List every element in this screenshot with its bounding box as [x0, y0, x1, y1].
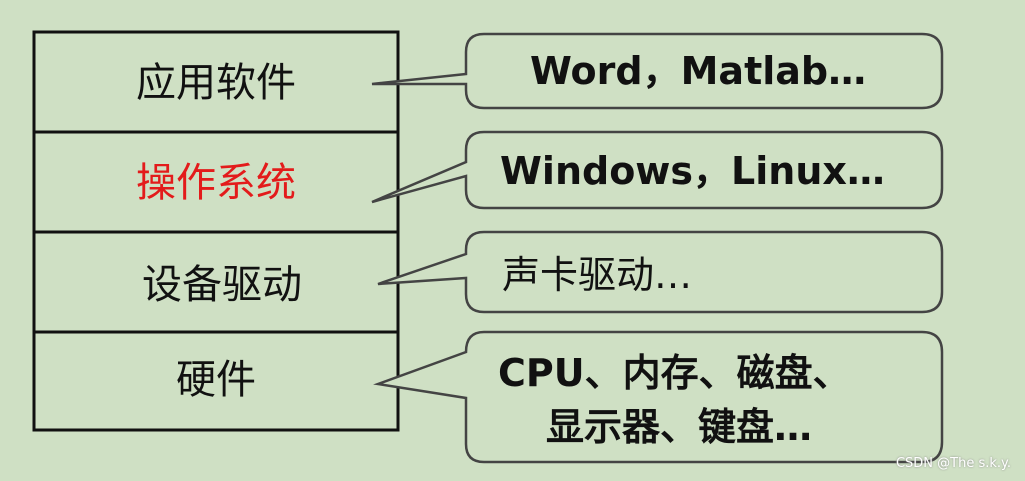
callout-bubble-hardware [373, 330, 944, 464]
callout-text-application: Word，Matlab… [530, 49, 866, 93]
layer-label-os: 操作系统 [136, 160, 296, 206]
callout-bubble-driver [377, 230, 944, 314]
watermark: CSDN @The s.k.y. [895, 456, 1011, 471]
callout-text-driver: 声卡驱动… [502, 253, 692, 297]
callout-bubble-os [371, 130, 944, 210]
layer-label-hardware: 硬件 [176, 357, 256, 403]
layer-label-application: 应用软件 [136, 60, 296, 106]
callout-text-hardware-line1: CPU、内存、磁盘、 [498, 351, 851, 395]
callout-text-os: Windows，Linux… [500, 149, 885, 193]
layer-label-driver: 设备驱动 [142, 262, 302, 308]
callout-text-hardware-line2: 显示器、键盘… [546, 405, 812, 449]
callout-bubble-application [371, 32, 944, 110]
